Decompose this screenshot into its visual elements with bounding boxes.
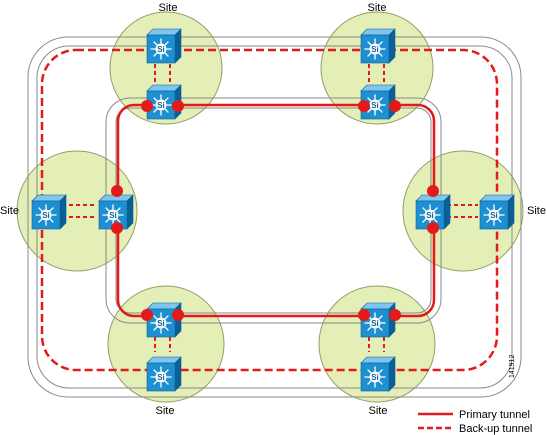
switch-hub [369,99,381,111]
switch-hub [369,317,381,329]
multilayer-switch-icon: Si [146,356,182,392]
switch-label: Si [371,45,379,54]
multilayer-switch-icon: Si [360,28,396,64]
primary-tunnel-layer [116,103,436,318]
multilayer-switch-icon: Si [146,302,182,338]
site-top-right-label: Site [368,2,387,14]
switch-label: Si [371,101,379,110]
switch-label: Si [371,373,379,382]
primary-tunnel-ring [116,103,436,318]
switch-side-face [507,194,515,230]
switch-hub [107,209,119,221]
ring-outline-1 [27,36,522,398]
switch-side-face [174,28,182,64]
legend: Primary tunnel Back-up tunnel [418,409,532,435]
switch-hub [155,317,167,329]
tunnel-endpoint-dot [141,100,153,112]
switch-hub [488,209,500,221]
legend-backup-label: Back-up tunnel [459,423,532,435]
multilayer-switch-icon: Si [98,194,134,230]
switch-hub [155,99,167,111]
site-top-left-circle [109,11,223,125]
tunnel-endpoint-dot [427,185,439,197]
tunnel-endpoint-dot [389,309,401,321]
switch-label: Si [157,319,165,328]
switch-label: Si [371,319,379,328]
switch-side-face [174,356,182,392]
switch-label: Si [157,101,165,110]
site-top-left-label: Site [159,2,178,14]
switch-label: Si [157,45,165,54]
site-bottom-left-label: Site [156,405,175,417]
tunnel-endpoint-dot [427,222,439,234]
tunnel-endpoint-dot [111,185,123,197]
site-right-label: Site [527,205,546,217]
switch-side-face [443,194,451,230]
tunnel-endpoint-dot [172,100,184,112]
switch-hub [40,209,52,221]
switch-hub [369,371,381,383]
switch-side-face [388,356,396,392]
site-left-label: Site [0,205,19,217]
tunnel-endpoint-dot [389,100,401,112]
multilayer-switch-icon: Si [415,194,451,230]
site-left-circle [16,150,138,272]
switch-label: Si [426,211,434,220]
switch-hub [369,43,381,55]
switch-hub [155,371,167,383]
switch-side-face [388,28,396,64]
switch-side-face [59,194,67,230]
tunnel-endpoints [111,100,439,321]
legend-primary-label: Primary tunnel [459,409,530,421]
tunnel-endpoint-dot [141,309,153,321]
switch-label: Si [42,211,50,220]
tunnel-endpoint-dot [358,309,370,321]
switch-label: Si [157,373,165,382]
tunnel-endpoint-dot [111,222,123,234]
switch-hub [155,43,167,55]
site-bottom-right-label: Site [369,405,388,417]
multilayer-switch-icon: Si [360,356,396,392]
switch-label: Si [490,211,498,220]
switch-side-face [126,194,134,230]
multilayer-switch-icon: Si [479,194,515,230]
multilayer-switch-icon: Si [31,194,67,230]
figure-id: 141912 [509,355,516,378]
multilayer-switch-icon: Si [146,28,182,64]
site-top-right-circle [320,11,434,125]
tunnel-endpoint-dot [358,100,370,112]
switch-label: Si [109,211,117,220]
switch-hub [424,209,436,221]
multilayer-switch-icon: Si [146,84,182,120]
ring-outline-4 [115,107,432,314]
tunnel-endpoint-dot [172,309,184,321]
